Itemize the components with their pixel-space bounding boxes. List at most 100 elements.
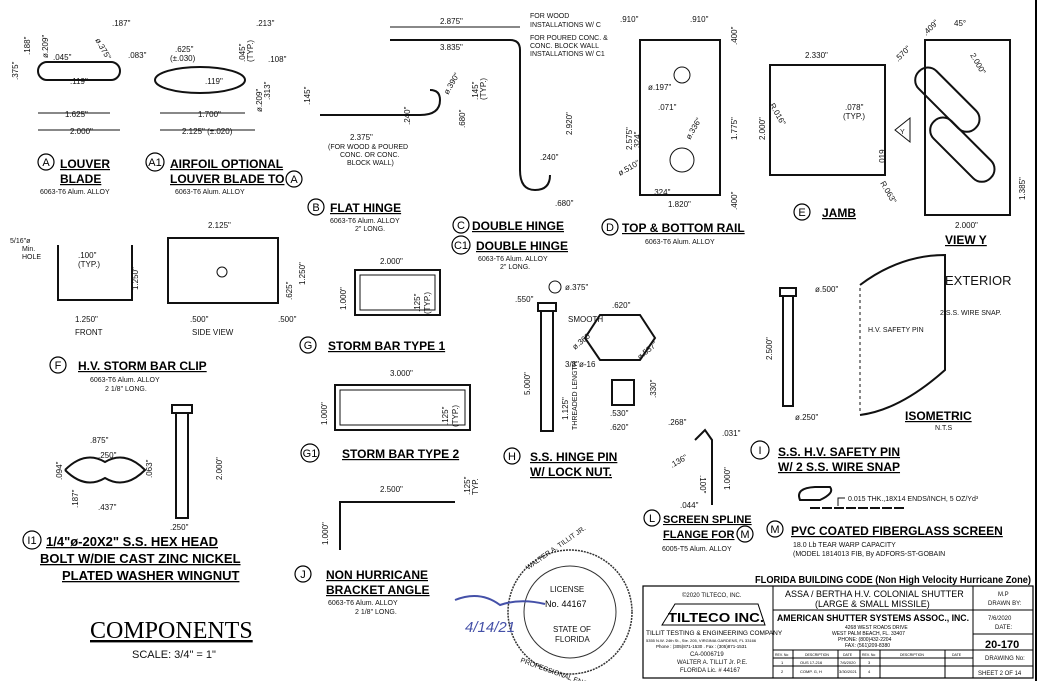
dim: 2.000" [70, 127, 93, 136]
wire-snap [859, 253, 946, 416]
dim: (TYP.) [479, 78, 488, 100]
part-f-storm-bar-clip: 5/16"ø Min. HOLE .100" (TYP.) 1.250" 1.2… [10, 221, 307, 393]
dim: SIDE VIEW [192, 328, 234, 337]
part-letter: M [770, 524, 779, 536]
dim: .045" [238, 43, 247, 62]
part-title: PVC COATED FIBERGLASS SCREEN [791, 524, 1003, 538]
rev-cell: 2 [781, 669, 784, 674]
dim: .125" [413, 293, 422, 312]
dim: 3/8"ø-16 [565, 360, 596, 369]
dim: .375" [11, 61, 20, 80]
dim: .044" [680, 501, 699, 510]
sheet-scale: SCALE: 3/4" = 1" [132, 649, 216, 661]
dim: .100" [698, 475, 707, 494]
dim: .071" [658, 103, 677, 112]
part-title: STORM BAR TYPE 1 [328, 339, 445, 353]
part-letter: I [758, 445, 761, 457]
dim: 1.125" [561, 397, 570, 420]
drawn-by-label: DRAWN BY: [988, 601, 1022, 607]
dim: 5/16"ø [10, 238, 31, 245]
dim: (TYP.) [843, 112, 865, 121]
exterior-label: EXTERIOR [945, 273, 1011, 288]
dim: 1.385" [1018, 177, 1027, 200]
dim: .045" [53, 53, 72, 62]
dim: .400" [730, 26, 739, 45]
part-letter: C [457, 220, 465, 232]
part-letter: J [300, 569, 306, 581]
dim: .625" [285, 281, 294, 300]
dim: .324" [633, 131, 642, 150]
part-h-hinge-pin: ø.375" .550" SMOOTH 3/8"ø-16 5.000" 1.12… [503, 280, 659, 479]
dim: 3.835" [440, 43, 463, 52]
dim: .145" [471, 81, 480, 100]
rev-header: DESCRIPTION [900, 653, 924, 657]
part-i-safety-pin: ø.500" 2.500" ø.250" EXTERIOR 2 S.S. WIR… [750, 253, 1011, 474]
dim: .268" [668, 418, 687, 427]
rev-cell: 3/30/2021 [839, 669, 858, 674]
dim: 2.375" [350, 133, 373, 142]
stamp-state: STATE OF [553, 625, 591, 634]
dim: 1.625" [65, 110, 88, 119]
dim: HOLE [22, 254, 41, 261]
company-phone: Phone : (305)871-1530 . Fax : (305)871-1… [656, 644, 747, 649]
client-fax: FAX: (561)209-8380 [845, 643, 890, 649]
part-title: W/ 2 S.S. WIRE SNAP [778, 460, 900, 474]
rev-header: DATE [952, 653, 962, 657]
spec-line: 18.0 Lb TEAR WARP CAPACITY [793, 542, 896, 549]
dim: TYP. [471, 478, 480, 495]
callout: H.V. SAFETY PIN [868, 327, 924, 334]
dim: .240" [403, 106, 412, 125]
stamp-state: FLORIDA [555, 635, 590, 644]
part-letter: G [304, 340, 313, 352]
drawing-no-label: DRAWING No: [985, 656, 1025, 662]
dim: CONC. OR CONC. [340, 152, 400, 159]
stamp-number: No. 44167 [545, 599, 587, 609]
dim: 2.125" [208, 221, 231, 230]
dim: 2.575" [625, 127, 634, 150]
isometric-label: ISOMETRIC [905, 409, 972, 423]
dim: (TYP.) [246, 40, 255, 62]
tilteco-logo: TILTECO INC. [668, 610, 764, 625]
part-letter: A [42, 157, 50, 169]
dim: (FOR WOOD & POURED [328, 144, 408, 151]
length: 2 1/8" LONG. [105, 386, 147, 393]
nts-label: N.T.S [935, 425, 952, 432]
dim: .250" [170, 523, 189, 532]
dim: FRONT [75, 328, 103, 337]
spec-line: (MODEL 1814013 FIB, By ADFORS-ST-GOBAIN [793, 551, 945, 558]
spec-callout: 0.015 THK.,18X14 ENDS/INCH, 5 OZ/Yd³ [848, 496, 979, 503]
part-ref: M [740, 529, 749, 541]
dim: .145" [303, 86, 312, 105]
dim: 2.000" [955, 221, 978, 230]
rail-profile [639, 39, 721, 196]
note: FOR WOOD [530, 13, 569, 20]
ca-number: CA-0006719 [690, 652, 724, 658]
dim: 2.000" [215, 457, 224, 480]
dim: 2.500" [765, 337, 774, 360]
rev-header: REV. No [862, 653, 875, 657]
dim: .530" [610, 409, 629, 418]
dim: THREADED LENGTH [572, 361, 579, 430]
part-a-louver-blade: .187" .375" .188" ø.209" ø.375" .045" .0… [11, 19, 147, 196]
clip-side [167, 237, 279, 304]
dim: SMOOTH [568, 315, 603, 324]
engineer-license: FLORIDA Lic. # 44167 [680, 668, 741, 674]
rev-cell: OUS 17-216 [800, 660, 823, 665]
angle-profile [339, 501, 455, 550]
part-title: BOLT W/DIE CAST ZINC NICKEL [40, 551, 241, 566]
part-title: SCREEN SPLINE [663, 514, 752, 526]
rev-header: DATE [843, 653, 853, 657]
dim: .187" [112, 19, 131, 28]
part-letter: E [798, 207, 805, 219]
dim: .680" [458, 109, 467, 128]
dim: .188" [23, 36, 32, 55]
view-marker: Y [900, 129, 905, 136]
client-address: WEST PALM BEACH, FL. 33407 [832, 631, 905, 637]
part-b-c-hinges: 2.875" 3.835" .145" ø.390" .240" .680" 2… [303, 13, 608, 271]
dim: ø.500" [815, 285, 838, 294]
dim: 1.000" [339, 287, 348, 310]
part-letter: G1 [303, 448, 318, 460]
sheet-title: COMPONENTS [90, 618, 253, 644]
signature [454, 595, 546, 607]
company-address: 5355 N.W. 24th St., Ste. 205, VIRGINIA G… [646, 638, 757, 643]
